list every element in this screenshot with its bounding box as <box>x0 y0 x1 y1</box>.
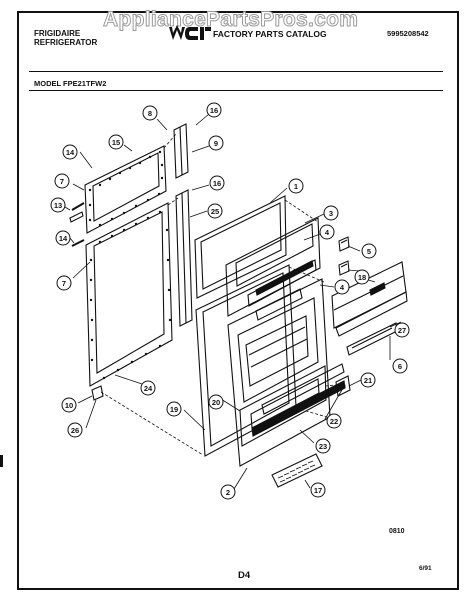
callout-16b: 16 <box>209 175 225 191</box>
callout-4a: 4 <box>319 224 335 240</box>
callout-25: 25 <box>207 203 223 219</box>
callout-2: 2 <box>220 484 236 500</box>
svg-text:16: 16 <box>213 179 221 188</box>
callout-10: 10 <box>61 397 77 413</box>
hinge-pin <box>91 385 104 401</box>
dashed-leaders <box>100 133 337 456</box>
callout-24: 24 <box>140 380 156 396</box>
callout-6: 6 <box>392 358 408 374</box>
figure-code: 0810 <box>389 528 405 535</box>
callout-14a: 14 <box>62 144 78 160</box>
callout-1: 1 <box>288 178 304 194</box>
handle-cap <box>69 211 84 223</box>
callout-27: 27 <box>394 322 410 338</box>
callout-7b: 7 <box>56 275 72 291</box>
wci-logo <box>169 25 211 40</box>
hinge-bracket-upper <box>338 236 350 252</box>
callout-leaders <box>64 113 402 490</box>
product-type: REFRIGERATOR <box>34 38 98 47</box>
svg-text:2: 2 <box>226 488 230 497</box>
svg-text:18: 18 <box>358 273 366 282</box>
svg-text:9: 9 <box>214 139 218 148</box>
svg-text:7: 7 <box>62 279 66 288</box>
page-border <box>17 11 459 590</box>
margin-mark <box>0 455 8 467</box>
callout-26: 26 <box>67 422 83 438</box>
svg-text:23: 23 <box>319 442 327 451</box>
callout-15: 15 <box>108 134 124 150</box>
callout-9: 9 <box>208 135 224 151</box>
gasket-rivets <box>88 150 164 227</box>
svg-text:21: 21 <box>364 376 372 385</box>
callout-21: 21 <box>360 372 376 388</box>
callout-5b: 5 <box>368 269 372 278</box>
svg-text:4: 4 <box>325 228 330 237</box>
callout-13: 13 <box>50 197 66 213</box>
watermark: AppliancePartsPros.com <box>102 8 359 32</box>
freezer-inner-panel <box>225 217 321 317</box>
model-line: MODEL FPE21TFW2 <box>34 79 107 88</box>
fresh-food-inner-liner <box>227 278 331 467</box>
brand-name: FRIGIDAIRE <box>34 29 81 38</box>
svg-text:14: 14 <box>59 234 68 243</box>
callout-7a: 7 <box>54 173 70 189</box>
svg-text:13: 13 <box>54 201 62 210</box>
model-rule <box>29 90 443 91</box>
brand-block: FRIGIDAIRE REFRIGERATOR <box>34 29 97 47</box>
svg-text:22: 22 <box>330 417 338 426</box>
callout-14b: 14 <box>55 230 71 246</box>
svg-text:17: 17 <box>314 486 322 495</box>
svg-text:26: 26 <box>71 426 79 435</box>
svg-text:27: 27 <box>398 326 406 335</box>
svg-text:10: 10 <box>65 401 73 410</box>
callout-22: 22 <box>326 413 342 429</box>
svg-text:5: 5 <box>367 247 371 256</box>
svg-text:24: 24 <box>144 384 153 393</box>
freezer-door-gasket <box>84 145 167 234</box>
callout-5a: 5 <box>361 243 377 259</box>
callout-markers: 8 16 15 9 14 7 16 1 13 25 3 4 14 5 18 7 … <box>50 102 410 500</box>
svg-text:15: 15 <box>112 138 120 147</box>
svg-text:16: 16 <box>210 106 218 115</box>
svg-text:1: 1 <box>294 182 298 191</box>
svg-text:14: 14 <box>66 148 75 157</box>
svg-text:19: 19 <box>170 405 178 414</box>
hinge-bracket-lower <box>338 260 350 276</box>
egg-tray <box>271 453 323 488</box>
page-code: D4 <box>238 570 251 581</box>
frame-rivets <box>89 210 172 380</box>
svg-text:20: 20 <box>212 398 220 407</box>
handle-strip-upper <box>173 123 189 179</box>
door-bin <box>331 261 408 337</box>
screw-upper <box>71 202 85 211</box>
svg-text:6: 6 <box>398 362 402 371</box>
callout-23: 23 <box>315 438 331 454</box>
catalog-number: 5995208542 <box>387 29 429 38</box>
callout-3: 3 <box>323 205 339 221</box>
callout-17: 17 <box>310 482 326 498</box>
handle-strip-lower <box>175 189 193 327</box>
header-rule <box>29 71 443 72</box>
svg-text:25: 25 <box>211 207 219 216</box>
svg-text:3: 3 <box>329 209 333 218</box>
fresh-food-door-gasket <box>85 202 173 387</box>
screw-lower <box>71 239 85 247</box>
catalog-title: FACTORY PARTS CATALOG <box>213 29 327 39</box>
svg-text:4: 4 <box>340 283 345 292</box>
callout-18: 19 <box>166 401 182 417</box>
callout-19: 18 <box>354 269 370 285</box>
callout-4b: 4 <box>334 279 350 295</box>
callout-20: 20 <box>208 394 224 410</box>
callout-8: 8 <box>142 105 158 121</box>
svg-text:7: 7 <box>60 177 64 186</box>
revision-date: 6/91 <box>419 565 432 572</box>
freezer-door-liner <box>194 195 287 299</box>
fresh-food-door-outer <box>195 264 297 457</box>
svg-text:8: 8 <box>148 109 152 118</box>
callout-16a: 16 <box>206 102 222 118</box>
